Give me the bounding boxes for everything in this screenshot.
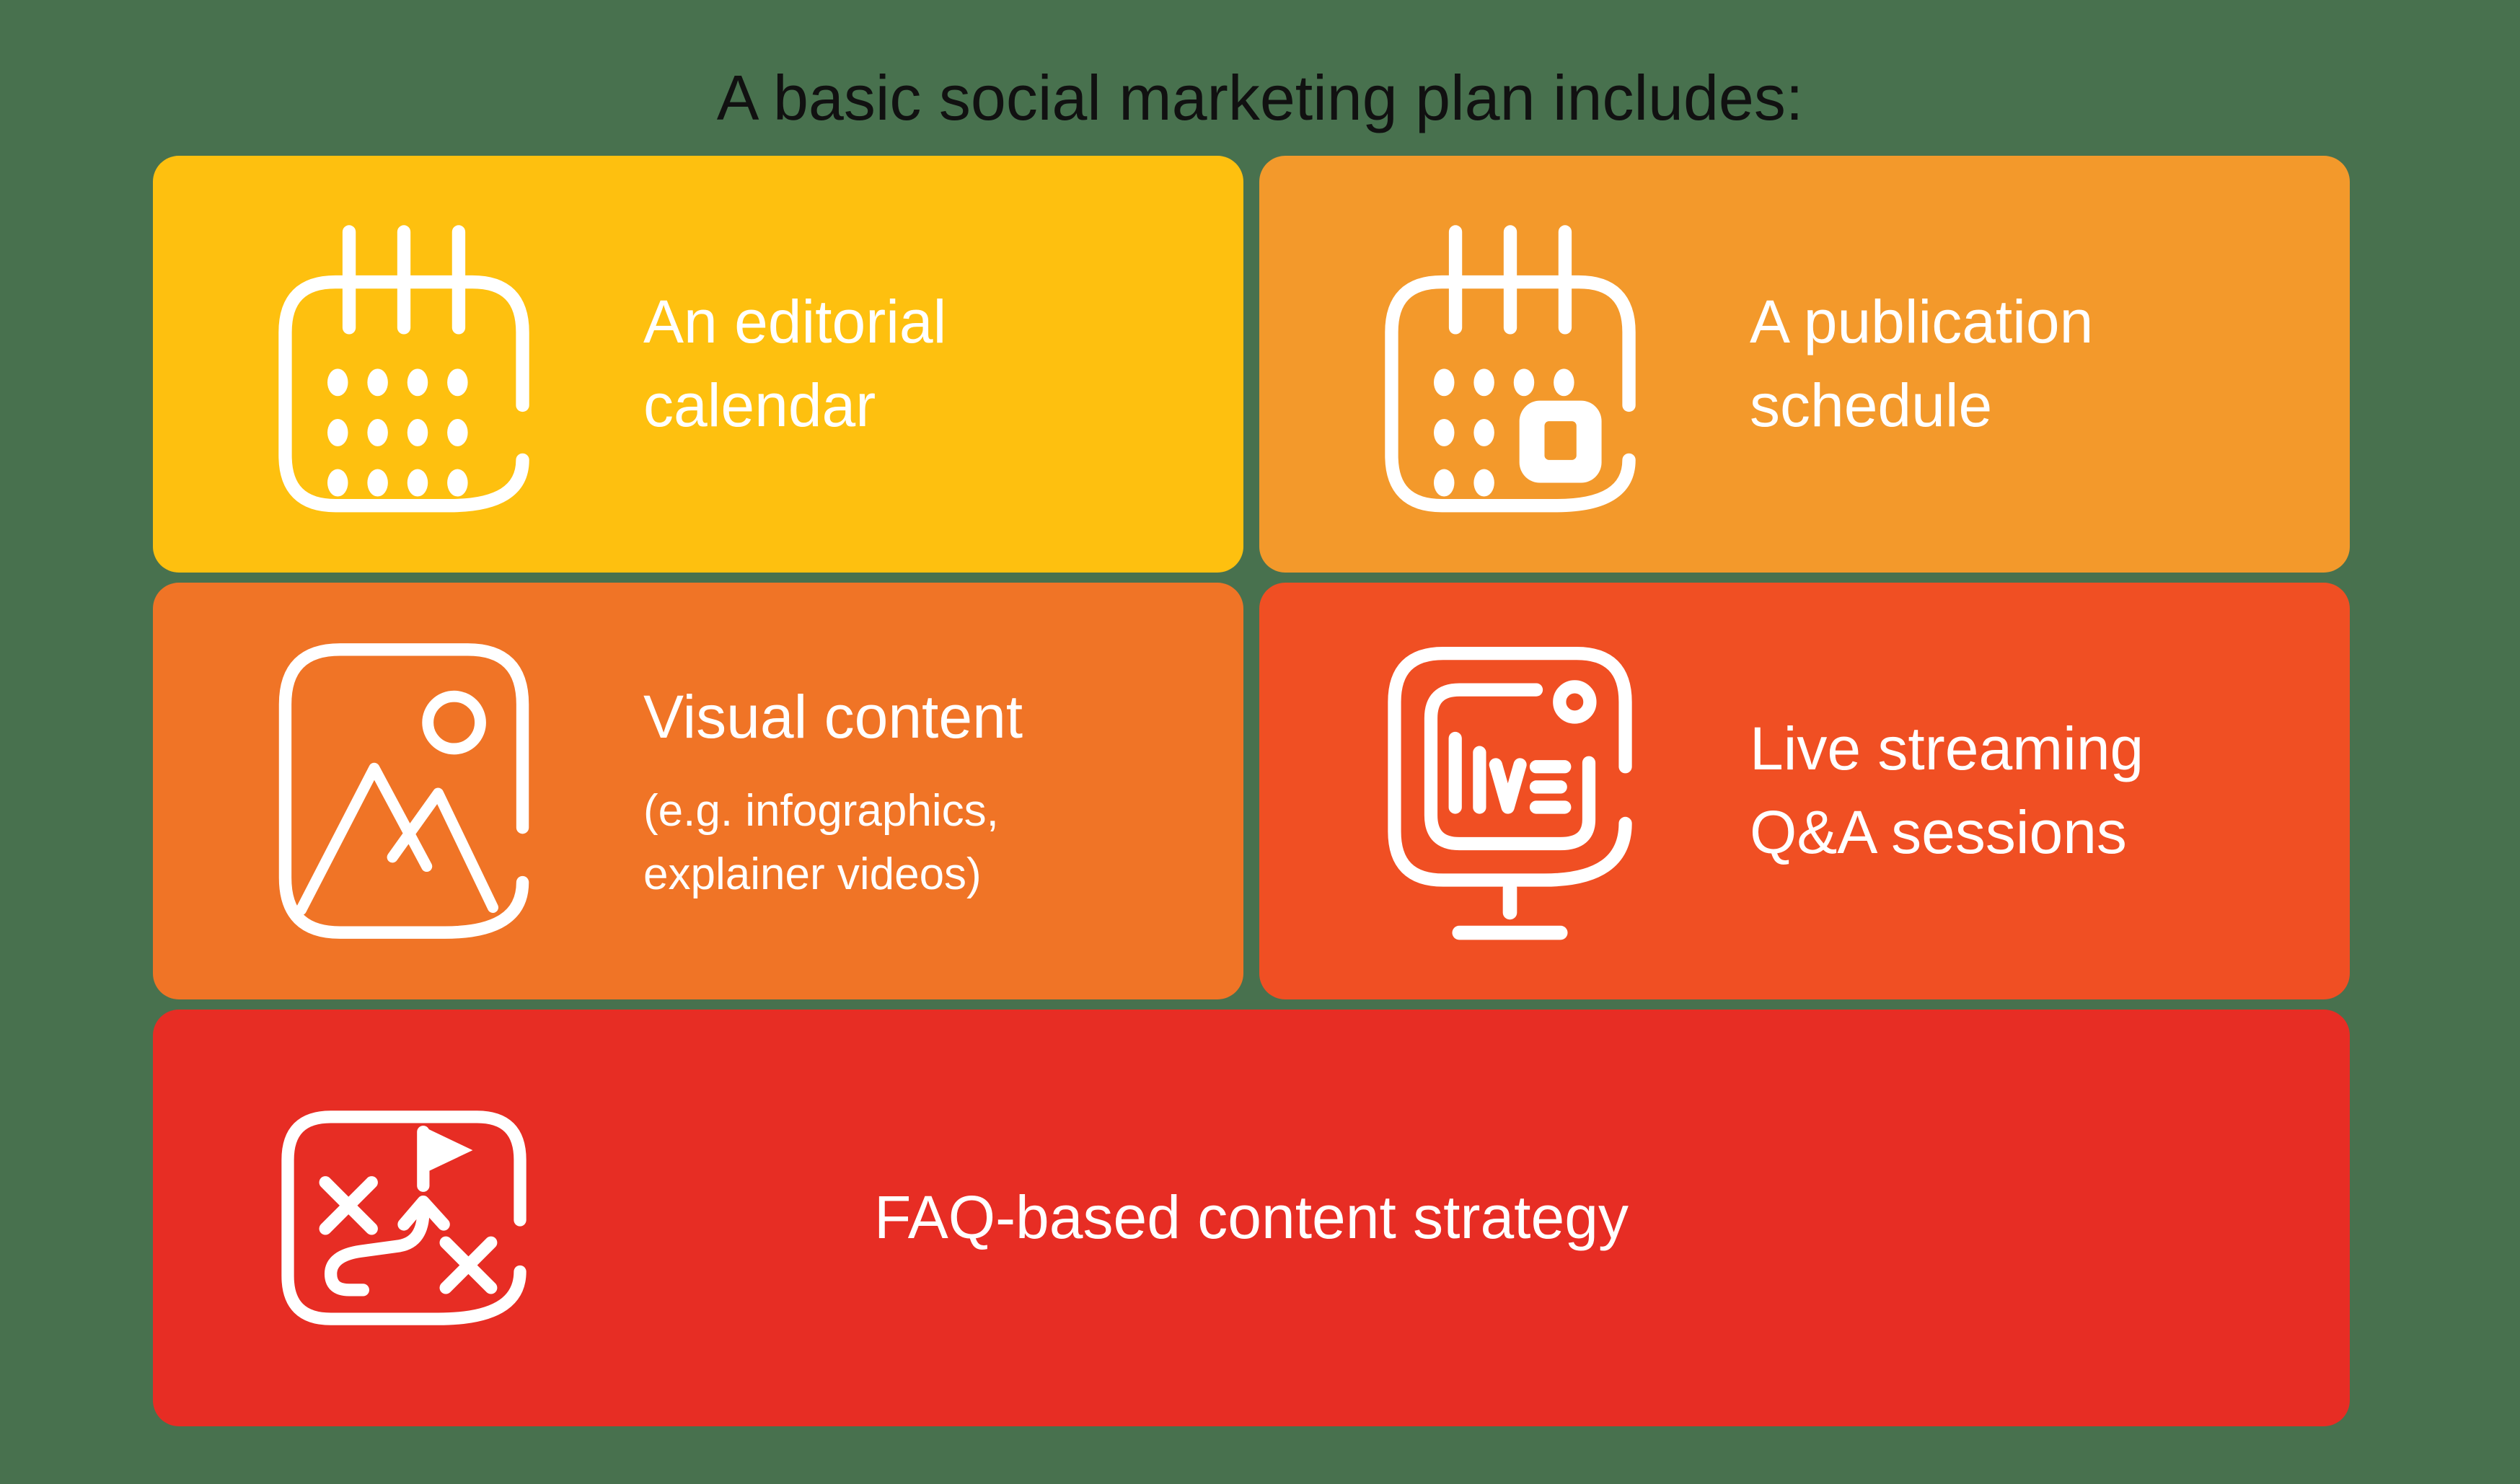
card-text: A publication schedule	[1750, 268, 2093, 461]
card-label: An editorial calendar	[643, 288, 947, 439]
strategy-map-icon	[261, 1100, 546, 1336]
card-label: Live streaming Q&A sessions	[1750, 715, 2144, 866]
card-editorial-calendar: An editorial calendar	[153, 156, 1243, 573]
card-text: Visual content (e.g. infographics, expla…	[643, 663, 1023, 919]
live-monitor-icon	[1367, 637, 1652, 945]
page-title: A basic social marketing plan includes:	[716, 61, 1804, 133]
card-text: An editorial calendar	[643, 268, 946, 461]
card-label: Visual content	[643, 683, 1023, 751]
card-publication-schedule: A publication schedule	[1259, 156, 2350, 573]
card-faq-strategy: FAQ-based content strategy	[153, 1010, 2350, 1426]
card-label: A publication schedule	[1750, 288, 2094, 439]
image-icon	[261, 632, 546, 951]
card-live-streaming: Live streaming Q&A sessions	[1259, 583, 2350, 999]
card-text: Live streaming Q&A sessions	[1750, 694, 2144, 888]
cards-grid: An editorial calendar A	[153, 156, 2350, 1426]
card-label: FAQ-based content strategy	[874, 1183, 1629, 1252]
calendar-date-icon	[1367, 205, 1652, 524]
card-visual-content: Visual content (e.g. infographics, expla…	[153, 583, 1243, 999]
card-sublabel: (e.g. infographics, explainer videos)	[643, 785, 999, 899]
calendar-icon	[261, 205, 546, 524]
card-text: FAQ-based content strategy	[874, 1163, 1629, 1273]
